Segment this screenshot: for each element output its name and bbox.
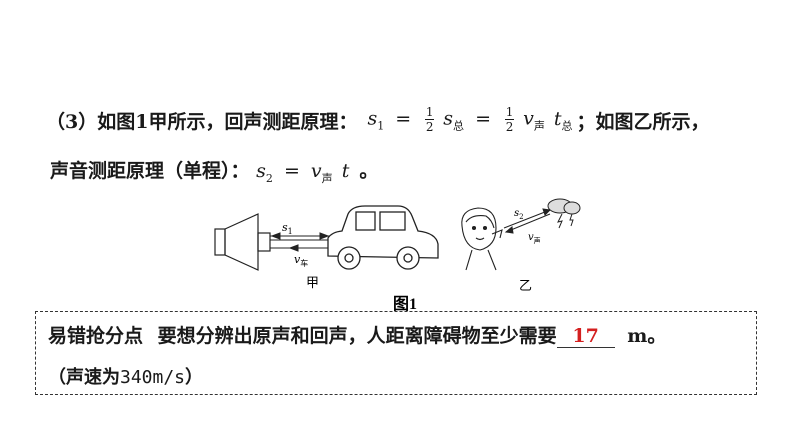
echo-path [270, 232, 330, 252]
principle-2-lead: 声音测距原理（单程）： [50, 160, 250, 182]
figure-1: s1 v车 [210, 196, 610, 316]
label-yi: 乙 [519, 278, 532, 293]
figure-caption: 图1 [393, 295, 417, 313]
sound-speed-value: 340m/s [120, 367, 186, 388]
person-icon [461, 207, 503, 271]
sound-formula: s2 = v声 t [256, 160, 350, 185]
label-s1: s1 [282, 221, 293, 236]
answer-blank: 17 [556, 325, 615, 348]
horn-icon [214, 213, 271, 271]
figure-diagram: s1 v车 [214, 198, 581, 313]
label-s2: s2 [514, 208, 524, 221]
principle-line-2: 声音测距原理（单程）： s2 = v声 t 。 [50, 160, 379, 185]
cloud-icon [547, 198, 581, 229]
principle-tail: ；如图乙所示， [576, 110, 710, 133]
tip-note-line: （声速为340m/s） [48, 367, 204, 388]
tip-unit: m。 [627, 325, 667, 347]
thunder-path [503, 208, 552, 234]
car-icon [327, 205, 439, 270]
principle-lead: （3）如图1甲所示，回声测距原理： [46, 110, 358, 133]
tip-label: 易错抢分点 [48, 325, 144, 347]
label-jia: 甲 [306, 275, 319, 290]
label-v-car: v车 [294, 253, 308, 268]
tip-question: 要想分辨出原声和回声，人距离障碍物至少需要 [157, 325, 557, 347]
label-v-sound: v声 [528, 232, 541, 245]
